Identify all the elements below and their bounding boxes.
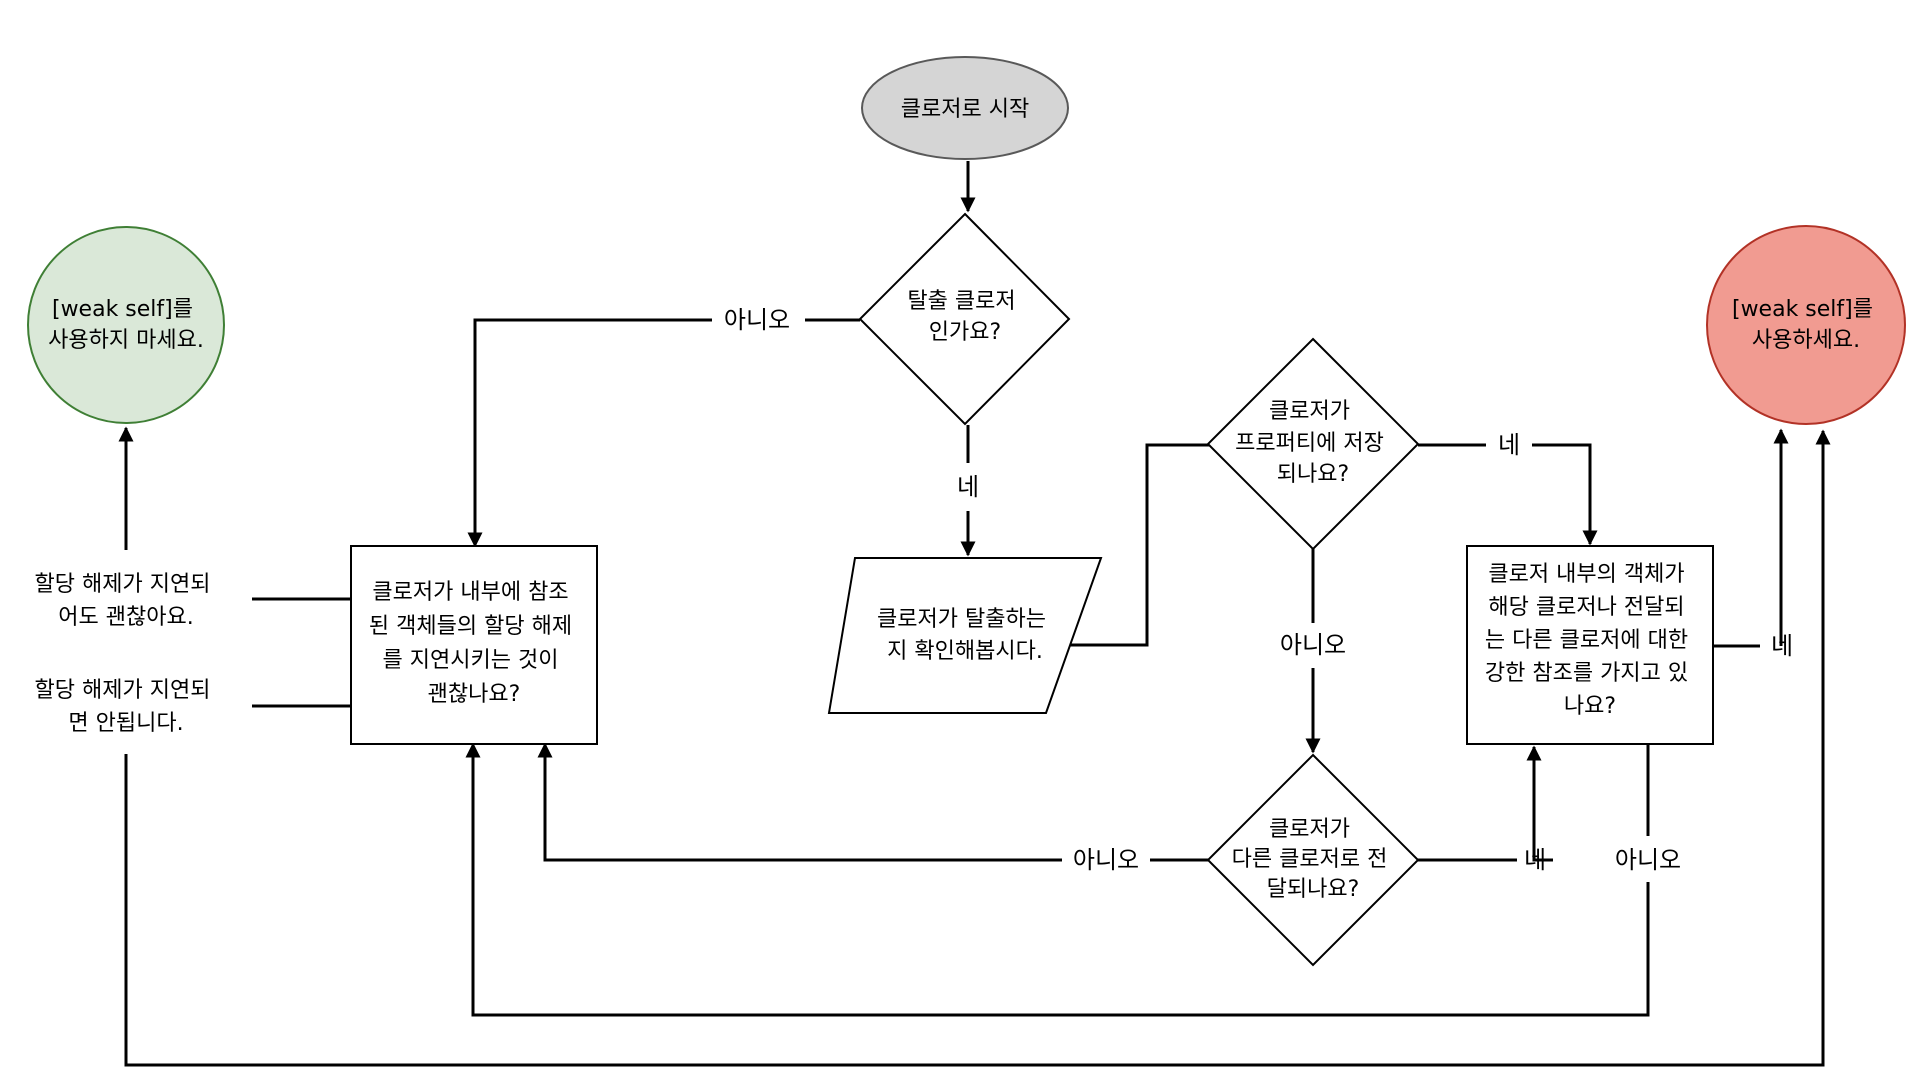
strong-ref-label: 클로저 내부의 객체가 해당 클로저나 전달되 는 다른 클로저에 대한 강한 …: [1485, 562, 1695, 719]
dont-use-label: [weak self]를 사용하지 마세요.: [48, 297, 204, 353]
edge-label-strong-no: 아니오: [1615, 846, 1681, 874]
strong-ref-box: [1466, 545, 1714, 745]
edge-label-strong-yes: 네: [1771, 632, 1793, 660]
delay-ok-box: [350, 545, 598, 745]
start-ellipse: [861, 56, 1069, 160]
connector-passed-yes-segment-2: [1526, 745, 1553, 862]
connector-passed-no-segment-2: [537, 742, 1062, 862]
edge-label-passed-no: 아니오: [1073, 846, 1139, 874]
passed-closure-label: 클로저가 다른 클로저로 전 달되나요?: [1232, 817, 1395, 902]
connector-check-to-stored: [1066, 443, 1210, 647]
edge-label-passed-yes: 네: [1524, 846, 1546, 874]
passed-closure-diamond: [1206, 753, 1420, 967]
edge-label-stored-no: 아니오: [1280, 631, 1346, 659]
escaping-diamond: [858, 212, 1071, 426]
check-escape-label: 클로저가 탈출하는 지 확인해봅시다.: [877, 607, 1053, 664]
edge-label-escaping-no: 아니오: [724, 306, 790, 334]
use-circle: [1706, 225, 1906, 425]
delay-not-fine-note: 할당 해제가 지연되 면 안됩니다.: [35, 678, 218, 736]
delay-fine-note: 할당 해제가 지연되 어도 괜찮아요.: [35, 572, 218, 630]
side-notes: 할당 해제가 지연되 어도 괜찮아요. 할당 해제가 지연되 면 안됩니다.: [35, 572, 218, 736]
stored-property-label: 클로저가 프로퍼티에 저장 되나요?: [1235, 399, 1391, 487]
connector-delay-not-fine-to-use: [124, 429, 1831, 1067]
use-label: [weak self]를 사용하세요.: [1732, 297, 1880, 353]
escaping-label: 탈출 클로저 인가요?: [907, 289, 1022, 345]
connector-escaping-no-segment-2: [467, 318, 712, 548]
dont-use-circle: [27, 226, 225, 424]
shapes: [27, 56, 1906, 967]
start-label: 클로저로 시작: [901, 97, 1029, 122]
delay-ok-label: 클로저가 내부에 참조 된 객체들의 할당 해제 를 지연시키는 것이 괜찮나요…: [369, 580, 579, 707]
check-escape-parallelogram: [827, 557, 1103, 714]
edge-label-escaping-yes: 네: [957, 473, 979, 501]
connectors: [118, 161, 1831, 1067]
edge-labels: 아니오 네 네 아니오 아니오 네 네 아니오: [724, 306, 1793, 874]
node-labels: 클로저로 시작 탈출 클로저 인가요? 클로저가 탈출하는 지 확인해봅시다. …: [48, 97, 1880, 902]
connector-stored-yes-segment-2: [1532, 443, 1598, 546]
stored-property-diamond: [1206, 337, 1420, 551]
edge-label-stored-yes: 네: [1498, 431, 1520, 459]
connector-strong-no-segment-2: [465, 742, 1650, 1017]
